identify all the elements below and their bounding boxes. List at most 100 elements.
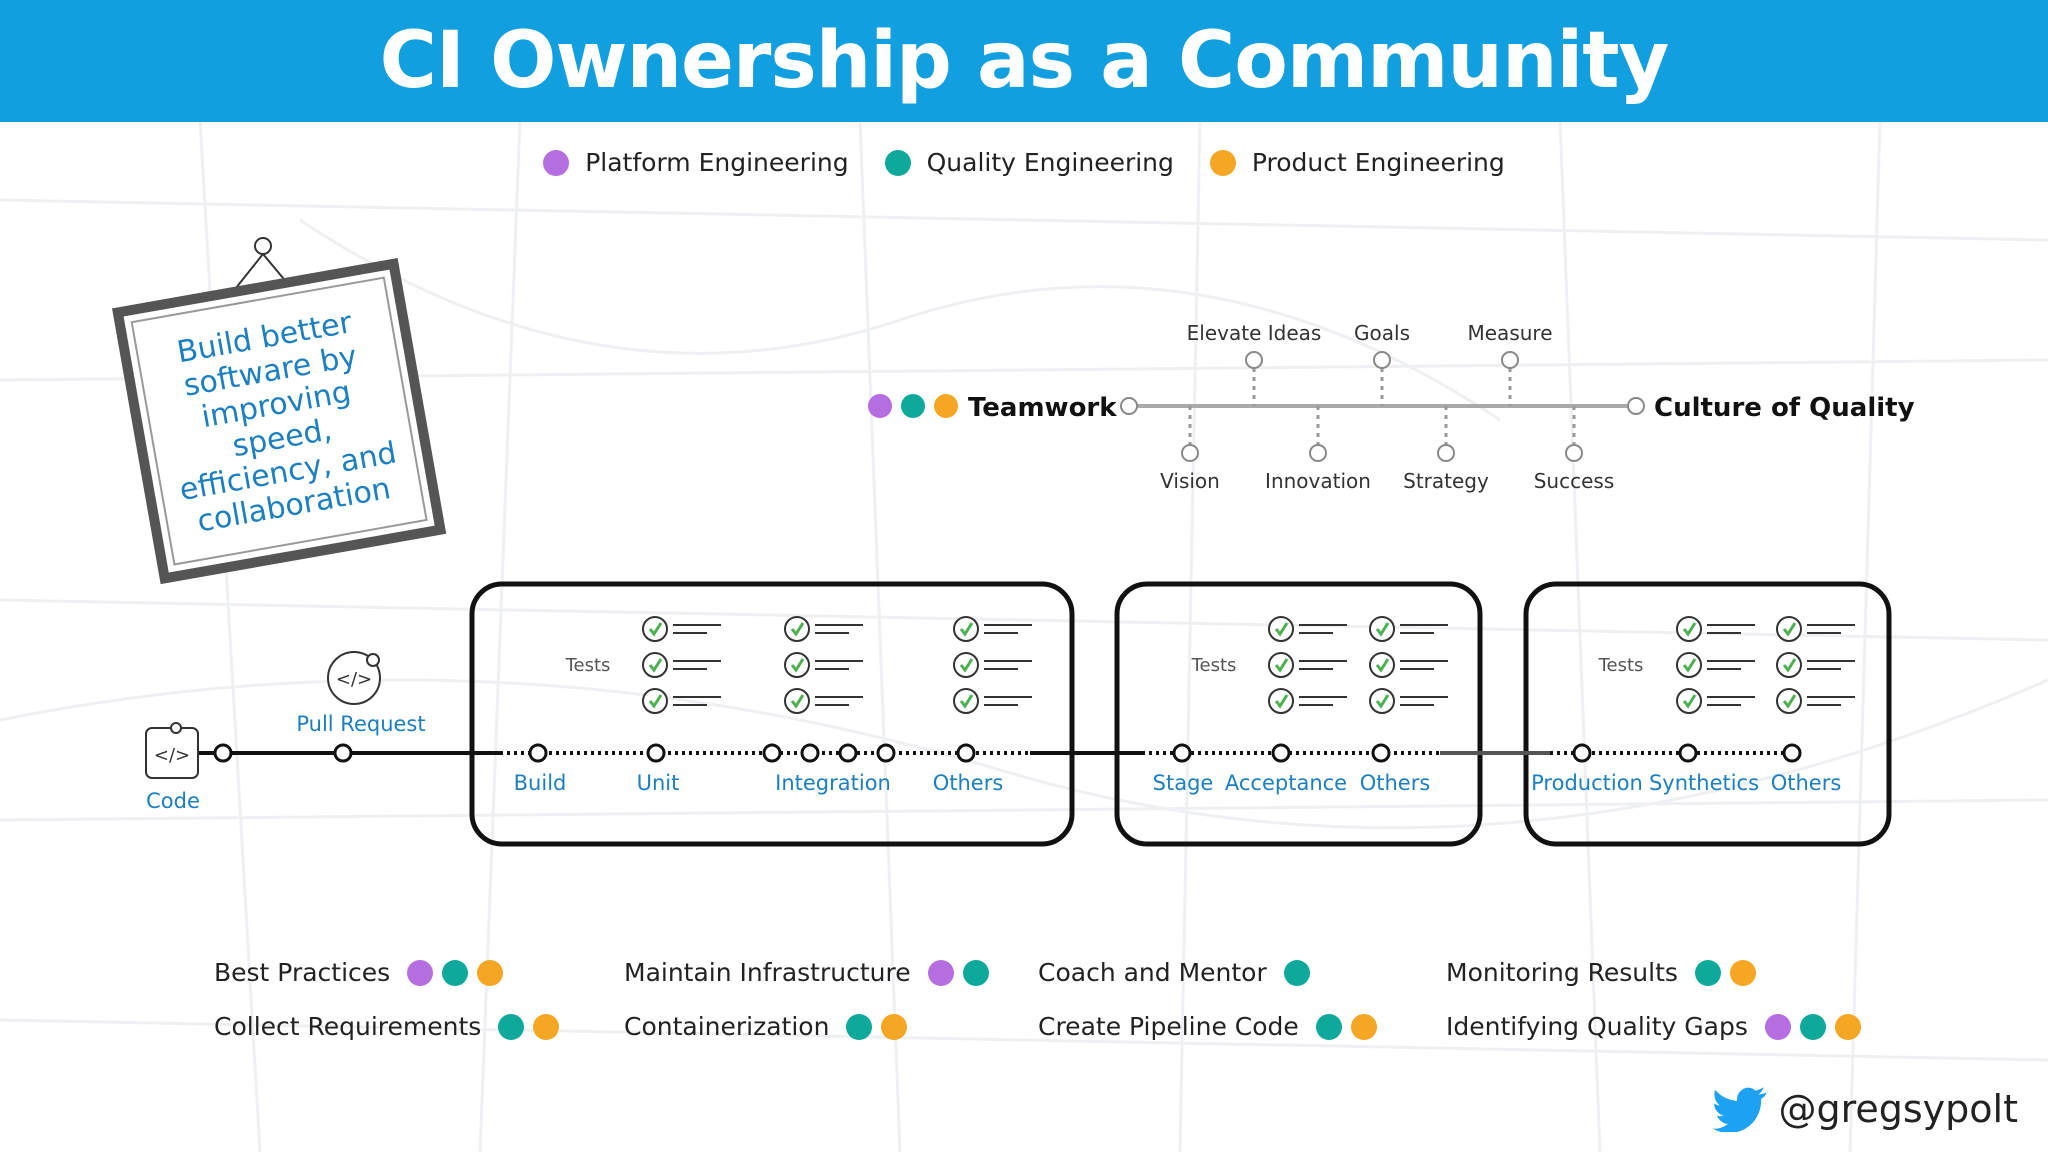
pipeline-nodes bbox=[213, 743, 1802, 763]
teal-dot bbox=[1283, 959, 1310, 986]
check-icon bbox=[1368, 687, 1448, 715]
orange-dot bbox=[477, 959, 504, 986]
check-icon bbox=[952, 615, 1032, 643]
code-label: Code bbox=[146, 789, 200, 813]
check-icon bbox=[641, 651, 721, 679]
legend-dot-orange bbox=[1209, 149, 1236, 176]
check-icon bbox=[1675, 615, 1755, 643]
responsibility-maintain-infrastructure: Maintain Infrastructure bbox=[624, 958, 989, 987]
responsibility-monitoring-results: Monitoring Results bbox=[1446, 958, 1756, 987]
purple-dot bbox=[407, 959, 434, 986]
legend-label: Platform Engineering bbox=[585, 148, 849, 177]
check-icon bbox=[641, 687, 721, 715]
stage-label-unit: Unit bbox=[637, 771, 680, 795]
code-icon: </> bbox=[145, 722, 199, 779]
teal-dot bbox=[1694, 959, 1721, 986]
stage-label-production: Production bbox=[1531, 771, 1643, 795]
check-icon bbox=[1675, 651, 1755, 679]
hanging-sign: Build better software by improving speed… bbox=[112, 237, 447, 585]
check-icon bbox=[1368, 651, 1448, 679]
timeline-bottom-label: Strategy bbox=[1403, 469, 1489, 493]
timeline-end-label: Culture of Quality bbox=[1654, 393, 1915, 423]
check-icon bbox=[1368, 615, 1448, 643]
page-title: CI Ownership as a Community bbox=[379, 16, 1670, 106]
teal-dot bbox=[442, 959, 469, 986]
culture-timeline: Teamwork Culture of Quality Elevate Idea… bbox=[868, 321, 1915, 493]
timeline-bottom-label: Vision bbox=[1160, 469, 1220, 493]
responsibility-label: Create Pipeline Code bbox=[1038, 1012, 1299, 1041]
legend-item-quality: Quality Engineering bbox=[884, 148, 1174, 177]
stage-label-others: Others bbox=[1771, 771, 1842, 795]
responsibility-label: Containerization bbox=[624, 1012, 830, 1041]
responsibility-containerization: Containerization bbox=[624, 1012, 908, 1041]
twitter-bird-icon bbox=[1712, 1087, 1768, 1132]
tests-label: Tests bbox=[565, 655, 611, 676]
legend-dot-purple bbox=[543, 149, 570, 176]
check-icon bbox=[1267, 687, 1347, 715]
legend-item-product: Product Engineering bbox=[1209, 148, 1505, 177]
legend-label: Product Engineering bbox=[1251, 148, 1505, 177]
stage-label-integration: Integration bbox=[775, 771, 891, 795]
responsibility-label: Identifying Quality Gaps bbox=[1446, 1012, 1748, 1041]
stage-label-others: Others bbox=[1360, 771, 1431, 795]
check-icon bbox=[1675, 687, 1755, 715]
stage-label-others: Others bbox=[933, 771, 1004, 795]
pull-request-label: Pull Request bbox=[296, 712, 425, 736]
svg-text:</>: </> bbox=[336, 669, 372, 690]
teal-dot bbox=[1799, 1013, 1826, 1040]
teal-dot bbox=[901, 394, 925, 418]
timeline-top-label: Goals bbox=[1354, 321, 1410, 345]
twitter-handle-text: @gregsypolt bbox=[1778, 1087, 2018, 1131]
purple-dot bbox=[868, 394, 892, 418]
check-icon bbox=[641, 615, 721, 643]
legend-dot-teal bbox=[884, 149, 911, 176]
responsibility-identifying-quality-gaps: Identifying Quality Gaps bbox=[1446, 1012, 1861, 1041]
orange-dot bbox=[1350, 1013, 1377, 1040]
legend-item-platform: Platform Engineering bbox=[543, 148, 849, 177]
timeline-start-label: Teamwork bbox=[968, 393, 1117, 423]
responsibility-label: Collect Requirements bbox=[214, 1012, 482, 1041]
purple-dot bbox=[927, 959, 954, 986]
stage-box-staging bbox=[1114, 581, 1483, 847]
check-icon bbox=[783, 687, 863, 715]
check-icon bbox=[952, 687, 1032, 715]
responsibility-create-pipeline-code: Create Pipeline Code bbox=[1038, 1012, 1377, 1041]
svg-text:</>: </> bbox=[154, 745, 190, 766]
responsibility-best-practices: Best Practices bbox=[214, 958, 504, 987]
timeline-top-label: Measure bbox=[1468, 321, 1553, 345]
check-icon bbox=[1267, 615, 1347, 643]
responsibility-label: Monitoring Results bbox=[1446, 958, 1678, 987]
title-banner: CI Ownership as a Community bbox=[0, 0, 2048, 122]
check-icon bbox=[1775, 651, 1855, 679]
responsibility-collect-requirements: Collect Requirements bbox=[214, 1012, 560, 1041]
responsibility-label: Best Practices bbox=[214, 958, 391, 987]
stage-label-build: Build bbox=[514, 771, 567, 795]
tests-label: Tests bbox=[1191, 655, 1237, 676]
orange-dot bbox=[1729, 959, 1756, 986]
teal-dot bbox=[962, 959, 989, 986]
legend-label: Quality Engineering bbox=[926, 148, 1174, 177]
twitter-handle[interactable]: @gregsypolt bbox=[1712, 1086, 2018, 1132]
orange-dot bbox=[1834, 1013, 1861, 1040]
legend: Platform Engineering Quality Engineering… bbox=[0, 148, 2048, 177]
stage-label-acceptance: Acceptance bbox=[1225, 771, 1347, 795]
check-icon bbox=[1267, 651, 1347, 679]
orange-dot bbox=[881, 1013, 908, 1040]
test-checklists bbox=[641, 615, 1855, 715]
purple-dot bbox=[1764, 1013, 1791, 1040]
stage-box-ci bbox=[469, 581, 1075, 847]
responsibility-label: Maintain Infrastructure bbox=[624, 958, 911, 987]
stage-box-production bbox=[1523, 581, 1892, 847]
responsibility-label: Coach and Mentor bbox=[1038, 958, 1267, 987]
check-icon bbox=[952, 651, 1032, 679]
stage-label-stage: Stage bbox=[1153, 771, 1214, 795]
teal-dot bbox=[498, 1013, 525, 1040]
orange-dot bbox=[934, 394, 958, 418]
check-icon bbox=[783, 615, 863, 643]
responsibility-coach-mentor: Coach and Mentor bbox=[1038, 958, 1310, 987]
orange-dot bbox=[533, 1013, 560, 1040]
timeline-bottom-label: Innovation bbox=[1265, 469, 1371, 493]
ci-pipeline: </> Code </> Pull Request Build Unit Int… bbox=[145, 581, 1892, 847]
stage-label-synthetics: Synthetics bbox=[1649, 771, 1759, 795]
